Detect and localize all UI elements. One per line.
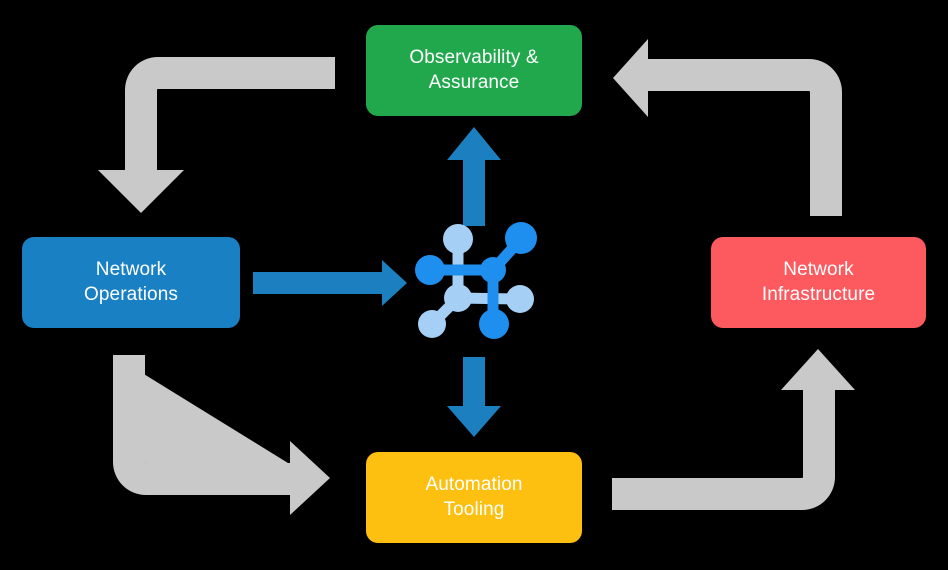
box-label-line1: Network [95, 259, 167, 281]
box-label-line1: Automation [425, 474, 523, 496]
box-label-group: Observability & Assurance [409, 46, 538, 95]
arrow-infrastructure-to-observability [613, 39, 842, 216]
box-observability-and-assurance[interactable]: Observability & Assurance [366, 25, 582, 116]
arrow-operations-to-automation [113, 355, 330, 515]
box-label-line1: Network [783, 259, 854, 281]
arrow-automation-to-infrastructure [612, 349, 855, 510]
arrow-center-to-automation [447, 357, 501, 437]
box-label-line2: Operations [84, 283, 178, 305]
box-label-line2: Assurance [428, 71, 520, 93]
box-network-infrastructure[interactable]: Network Infrastructure [711, 237, 926, 328]
box-label-group: Network Infrastructure [762, 258, 875, 307]
box-network-operations[interactable]: Network Operations [22, 237, 240, 328]
mesh-node-left [415, 255, 445, 285]
mesh-node-center-right-hub [480, 257, 506, 283]
box-label-line2: Tooling [443, 498, 505, 520]
mesh-nodes-light [418, 224, 534, 338]
box-label-group: Network Operations [84, 258, 178, 307]
network-mesh-icon [415, 222, 537, 339]
arrow-center-to-observability [447, 127, 501, 226]
box-label-group: Automation Tooling [425, 473, 522, 522]
box-automation-tooling[interactable]: Automation Tooling [366, 452, 582, 543]
mesh-nodes-dark [415, 222, 537, 339]
box-label-line2: Infrastructure [761, 283, 876, 305]
mesh-node-bottom [479, 309, 509, 339]
mesh-node-bottom-left [418, 310, 446, 338]
arrow-operations-to-center [253, 260, 407, 306]
mesh-node-center-left-hub [444, 284, 472, 312]
mesh-node-top-left [443, 224, 473, 254]
box-label-line1: Observability & [409, 47, 539, 69]
arrow-observability-to-operations [98, 57, 335, 213]
mesh-node-right [506, 285, 534, 313]
mesh-node-top-right [505, 222, 537, 254]
